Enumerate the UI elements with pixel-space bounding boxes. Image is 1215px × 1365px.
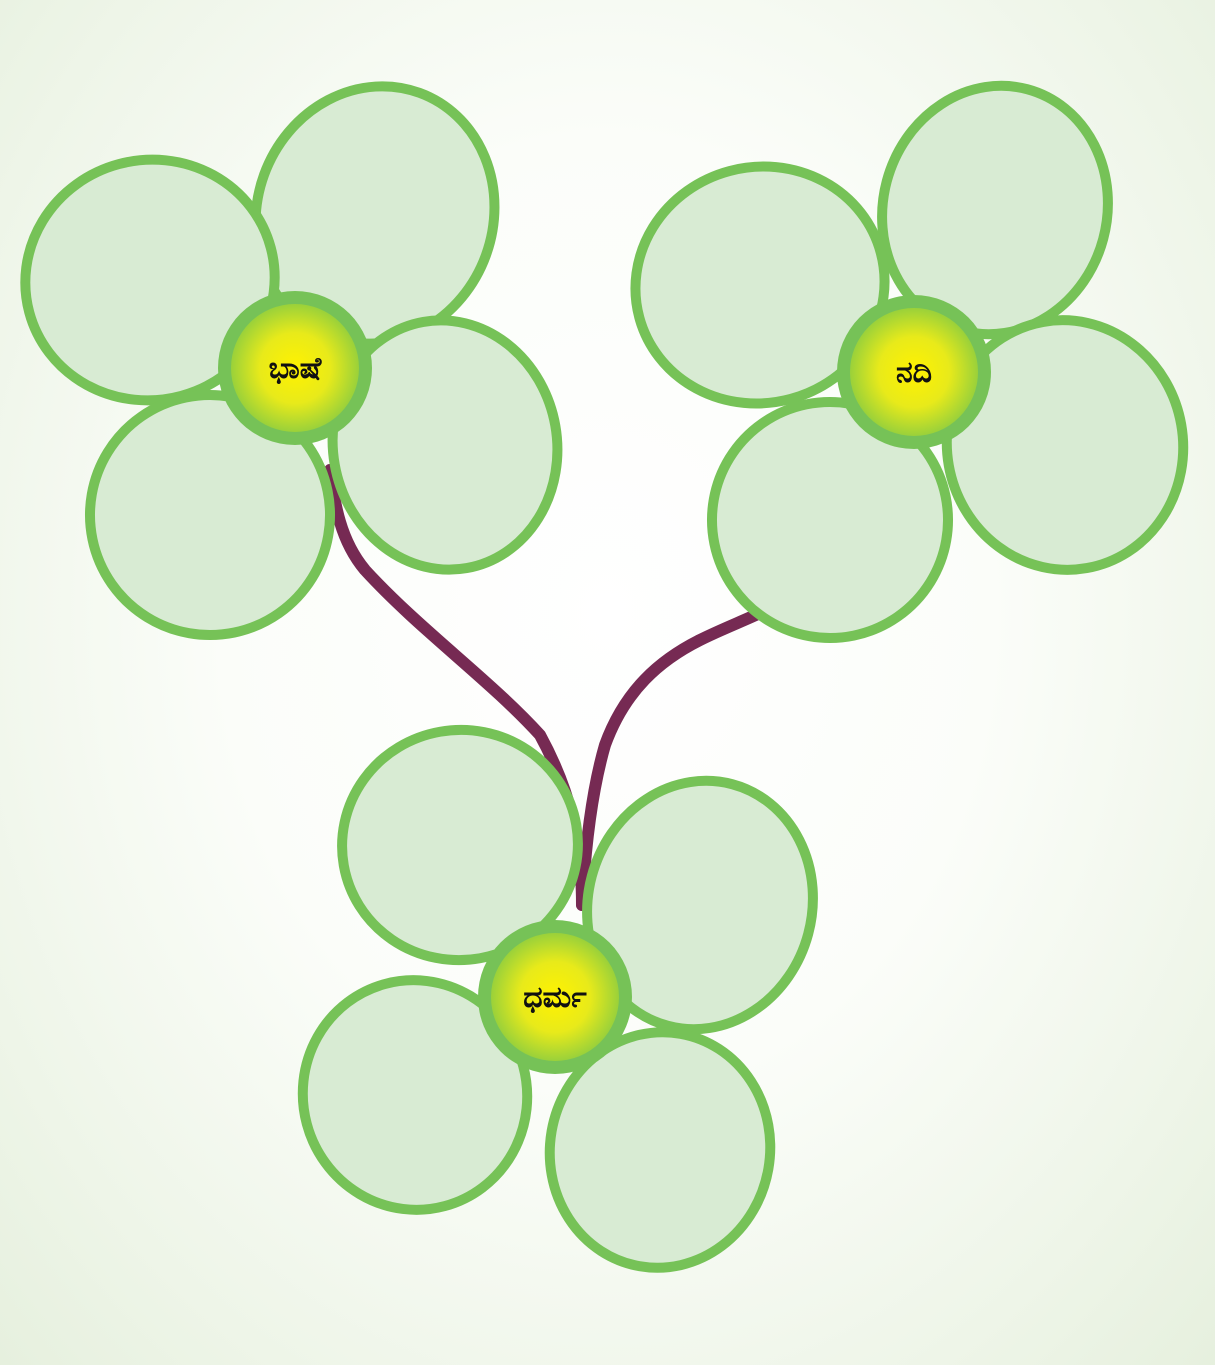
flower-dharma: ಧರ್ಮ (297, 724, 818, 1273)
node-label-nadi: ನದಿ (896, 355, 932, 390)
petal (544, 1027, 776, 1273)
flower-center (231, 304, 359, 432)
petals-nadi (630, 80, 1189, 643)
petal (582, 775, 818, 1035)
flower-nadi: ನದಿ (630, 80, 1189, 643)
flower-center (491, 933, 619, 1061)
petal (941, 315, 1189, 575)
petal (630, 161, 890, 409)
node-label-dharma: ಧರ್ಮ (523, 980, 587, 1015)
node-label-bhashe: ಭಾಷೆ (269, 351, 322, 386)
petal (327, 315, 563, 575)
flower-center (850, 308, 978, 436)
stem-dharma-to-nadi (576, 594, 791, 911)
petal (337, 724, 583, 966)
flower-bhashe: ಭಾಷೆ (20, 81, 563, 640)
